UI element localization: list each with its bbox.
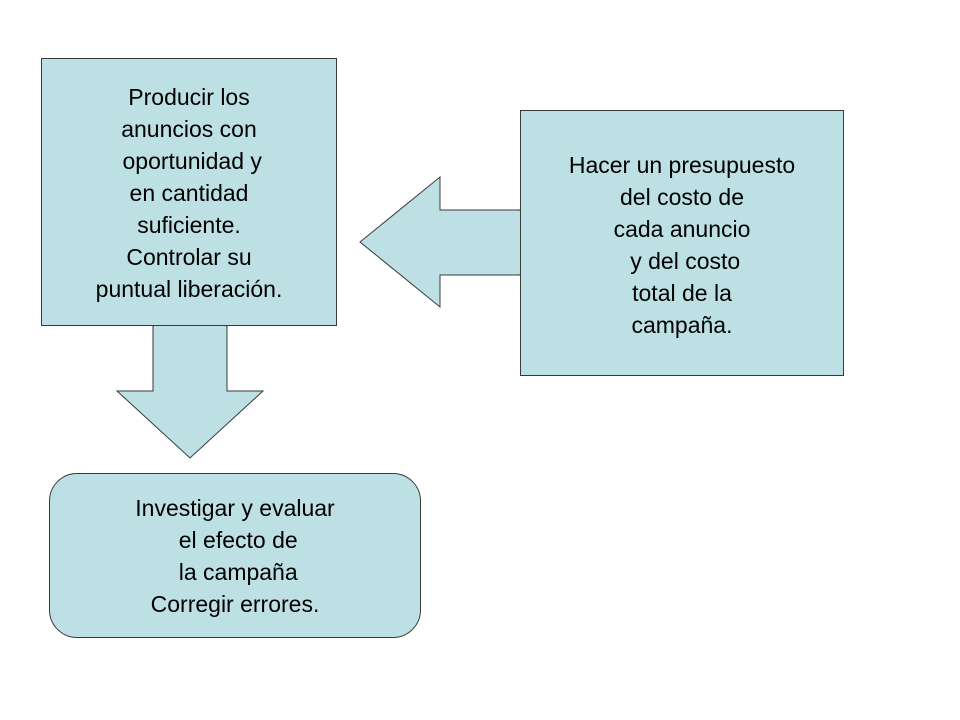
budget-line-3: cada anuncio (613, 216, 751, 242)
produce-line-1: Producir los (128, 84, 250, 110)
investigate-line-4: Corregir errores. (150, 590, 320, 617)
left-arrow (359, 175, 521, 309)
budget-line-2: del costo de (619, 184, 745, 210)
budget-line-4: y del costo (623, 248, 741, 274)
budget-box: Hacer un presupuesto del costo de cada a… (520, 110, 844, 376)
budget-line-1: Hacer un presupuesto (568, 152, 796, 178)
produce-ads-box: Producir los anuncios con oportunidad y … (41, 58, 337, 326)
investigate-line-3: la campaña (172, 558, 298, 585)
investigate-box: Investigar y evaluar el efecto de la cam… (49, 473, 421, 638)
produce-line-7: puntual liberación. (95, 276, 283, 302)
budget-line-5: total de la (632, 280, 732, 306)
investigate-line-2: el efecto de (172, 526, 298, 553)
produce-line-4: en cantidad (129, 180, 249, 206)
produce-line-3: oportunidad y (116, 148, 262, 174)
produce-line-2: anuncios con (121, 116, 257, 142)
down-arrow (115, 325, 265, 459)
budget-line-6: campaña. (631, 312, 733, 338)
produce-line-5: suficiente. (137, 212, 241, 238)
investigate-line-1: Investigar y evaluar (135, 494, 335, 521)
produce-line-6: Controlar su (126, 244, 252, 270)
